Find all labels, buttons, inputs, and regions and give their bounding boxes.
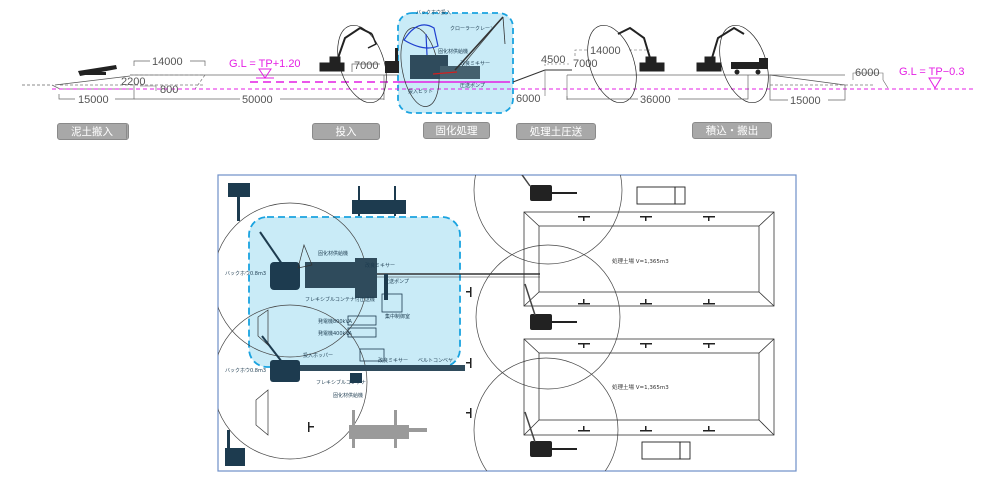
plan-backhoe-icons [521, 175, 577, 457]
label-backhoe-input: バックホウ投入 [416, 9, 451, 16]
ramp-right [769, 74, 846, 86]
dim-2200: 2200 [121, 76, 145, 88]
dim-bg [638, 93, 678, 105]
plan-solidification-zone [248, 216, 461, 368]
backhoe-icon [319, 25, 387, 103]
dim-4500: 4500 [541, 54, 565, 66]
slope-marker-icons [308, 216, 715, 432]
dump-truck-icon [731, 58, 768, 75]
slope-right [882, 79, 889, 89]
dim-bg [75, 93, 115, 105]
pit-2-volume: 処理土場 V=1,365m3 [612, 383, 669, 391]
label-mixer: 改良ミキサー [460, 60, 490, 67]
label-mixer: 改良ミキサー [365, 262, 395, 269]
label-mixer-2: 改良ミキサー [378, 357, 408, 364]
label-hopper: 投入ホッパー [303, 352, 333, 359]
label-backhoe-top: バックホウ0.8m3 [225, 270, 266, 277]
label-feeder: 固化材供給機 [438, 48, 468, 55]
label-feeder-top: 固化材供給機 [318, 250, 348, 257]
solidification-plant: バックホウ投入 クローラークレーン 固化材供給機 改良ミキサー 圧送ポンプ 投入… [400, 9, 506, 107]
gl-left-marker-icon [258, 68, 272, 79]
step-button-solidification[interactable]: 固化処理 [423, 122, 490, 139]
label-belt-conveyor: ベルトコンベヤ [418, 358, 453, 364]
dim-36000: 36000 [640, 94, 671, 106]
plan-view: 処理土場 V=1,365m3 処理土場 V=1,365m3 [217, 174, 797, 472]
dim-7000-right: 7000 [573, 58, 597, 70]
dim-6000-mid: 6000 [516, 93, 540, 105]
step-button-soil-delivery[interactable]: 泥土搬入 [57, 123, 129, 140]
backhoe-icon [587, 25, 665, 103]
dim-800-leader [140, 85, 157, 91]
dim-800: 800 [160, 84, 178, 96]
label-flexible-container: フレキシブルコンテナ付圧送機 [305, 296, 375, 303]
dim-6000-right-line [852, 72, 884, 80]
label-backhoe-bottom: バックホウ0.8m3 [225, 367, 266, 374]
label-pump: 圧送ポンプ [384, 278, 409, 285]
label-pump: 圧送ポンプ [460, 82, 485, 89]
ramp-left [51, 84, 130, 90]
step-button-input[interactable]: 投入 [312, 123, 380, 140]
step-button-load-out[interactable]: 積込・搬出 [692, 122, 772, 139]
plan-plant-equipment [225, 183, 465, 466]
dim-50000: 50000 [242, 94, 273, 106]
plan-standby-equipment-icon [349, 410, 427, 448]
label-flexible-bottom: フレキシブルコンテナ [316, 379, 366, 386]
treated-soil-pit-1 [523, 211, 775, 307]
dim-bg [588, 44, 628, 56]
dim-bg [240, 93, 280, 105]
hopper-outlines [255, 243, 313, 436]
treated-soil-pit-2 [523, 338, 775, 436]
pit-1-volume: 処理土場 V=1,365m3 [612, 257, 669, 265]
step-button-treated-soil-transfer[interactable]: 処理土圧送 [516, 123, 596, 140]
label-generator-400: 発電機400kVA [318, 330, 353, 337]
label-pit: 投入ピット [408, 88, 433, 95]
label-crane: クローラークレーン [450, 26, 495, 32]
label-feeder-bottom: 固化材供給機 [333, 392, 363, 399]
ramp-mid [512, 69, 546, 83]
dim-14000-left: 14000 [152, 56, 183, 68]
backhoe-icon [696, 25, 769, 103]
ramp-slope [54, 75, 131, 86]
dim-7000-left-line [351, 63, 380, 72]
gl-right-marker-icon [928, 77, 942, 89]
gl-right-label: G.L = TP−0.3 [899, 66, 964, 78]
gl-left-label: G.L = TP+1.20 [229, 58, 301, 70]
label-generator-800: 発電機800kVA [318, 318, 353, 325]
dim-bg [788, 94, 828, 106]
plan-dump-truck-icons [636, 186, 691, 460]
dim-7000-left: 7000 [354, 60, 378, 72]
plan-generator-boxes [347, 315, 385, 362]
slope-dashed [194, 74, 206, 90]
dim-4500-line [544, 63, 570, 66]
conveyor-truck-icon [78, 65, 117, 76]
dim-bg [150, 54, 190, 66]
label-control-room: 集中制御室 [385, 313, 410, 320]
backhoe-small-icon [385, 48, 399, 73]
dim-14000-right: 14000 [590, 45, 621, 57]
dim-15000-left: 15000 [78, 94, 109, 106]
dim-15000-right: 15000 [790, 95, 821, 107]
dim-6000-right: 6000 [855, 67, 879, 79]
section-view: G.L = TP+1.20 G.L = TP−0.3 14000 2200 80… [22, 9, 975, 114]
